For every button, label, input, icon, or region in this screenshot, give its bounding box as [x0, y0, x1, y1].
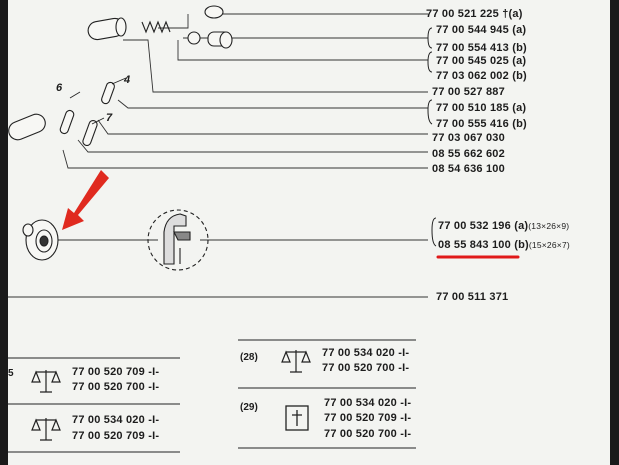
part-number-row: 77 00 511 371 [436, 291, 509, 303]
table-label: 5 [8, 368, 14, 379]
callout-number: 7 [106, 112, 113, 124]
table-entry: 77 00 520 700 -I- [324, 428, 412, 440]
table-entry: 77 00 520 709 -I- [72, 366, 160, 378]
part-number-row: 77 00 521 225 †(a) [426, 8, 523, 20]
red-arrow-icon [62, 170, 109, 230]
catalog-page: 77 00 521 225 †(a) 77 00 544 945 (a) 77 … [8, 0, 610, 465]
part-number-row-highlighted: 08 55 843 100 (b)(15×26×7) [438, 239, 570, 251]
part-number-row: 77 00 510 185 (a) [436, 102, 527, 114]
part-number-row: 77 00 555 416 (b) [436, 118, 527, 130]
table-entry: 77 00 520 709 -I- [324, 412, 412, 424]
part-number-row: 77 00 532 196 (a)(13×26×9) [438, 220, 570, 232]
table-entry: 77 00 520 709 -I- [72, 430, 160, 442]
part-number-row: 77 00 544 945 (a) [436, 24, 527, 36]
brackets [427, 27, 437, 247]
callout-number: 4 [124, 74, 131, 86]
table-label: (29) [240, 402, 258, 413]
part-number-row: 77 00 527 887 [432, 86, 505, 98]
cross-icon [285, 405, 309, 431]
table-entry: 77 00 534 020 -I- [72, 414, 160, 426]
callout-number: 6 [56, 82, 63, 94]
part-number-row: 77 00 554 413 (b) [436, 42, 527, 54]
table-entry: 77 00 520 700 -I- [72, 381, 160, 393]
callout-dims [69, 77, 127, 125]
part-number-row: 77 03 062 002 (b) [436, 70, 527, 82]
part-number-row: 08 54 636 100 [432, 163, 505, 175]
table-label: (28) [240, 352, 258, 363]
scale-icon [281, 350, 311, 373]
table-entry: 77 00 534 020 -I- [322, 347, 410, 359]
part-number-row: 77 03 067 030 [432, 132, 505, 144]
table-entry: 77 00 534 020 -I- [324, 397, 412, 409]
table-rules [8, 339, 416, 453]
part-number-row: 77 00 545 025 (a) [436, 55, 527, 67]
scale-icon [31, 370, 61, 393]
exploded-diagram [8, 5, 520, 453]
table-entry: 77 00 520 700 -I- [322, 362, 410, 374]
scale-icon [31, 418, 61, 441]
part-number-row: 08 55 662 602 [432, 148, 505, 160]
parts-drawing [8, 5, 233, 271]
leader-lines [8, 13, 428, 298]
